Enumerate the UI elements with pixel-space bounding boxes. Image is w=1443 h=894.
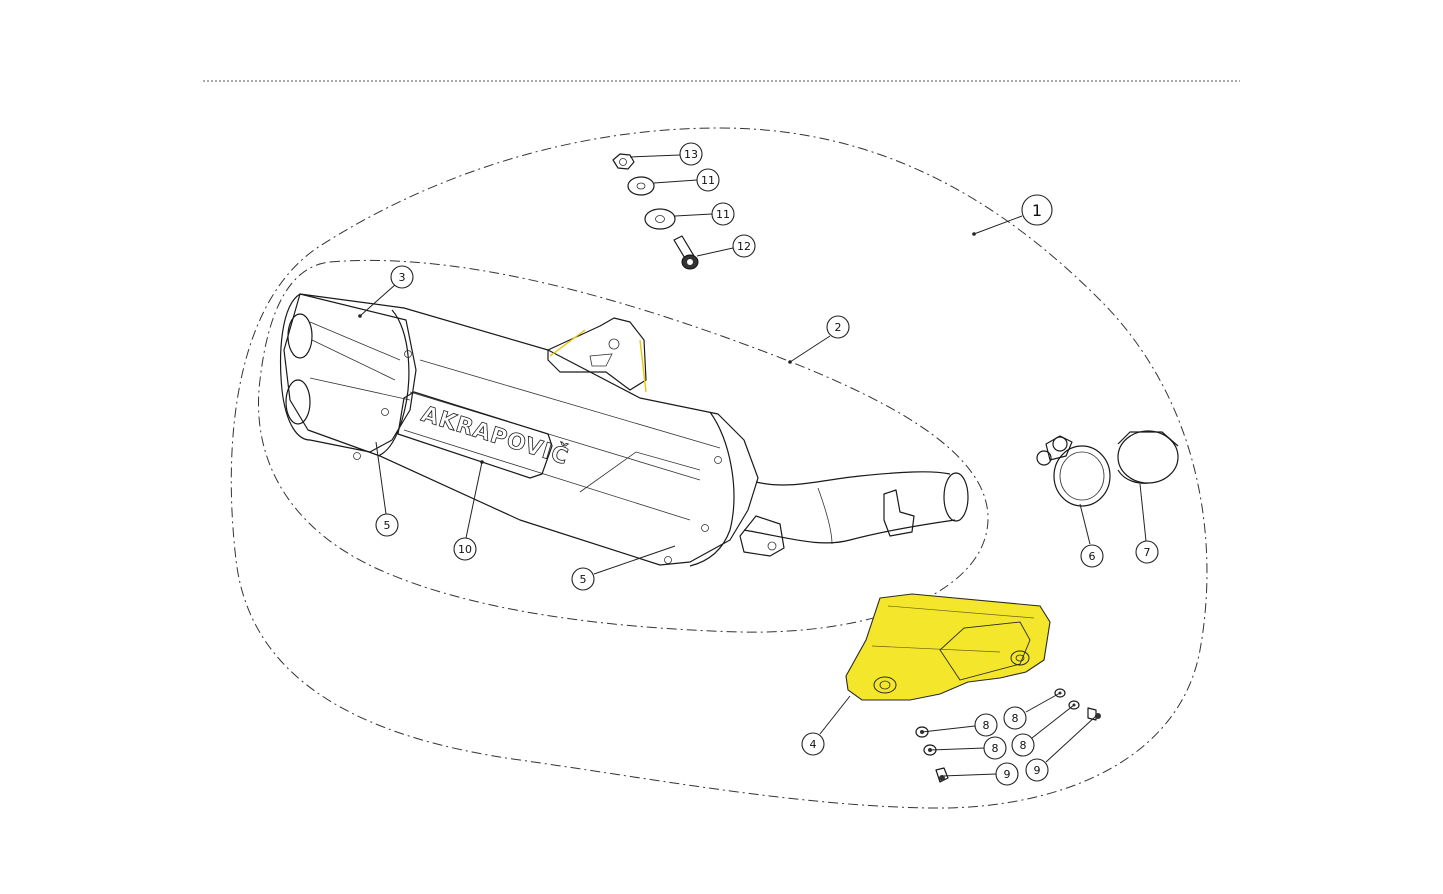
callout-8-lower-left-label: 8 <box>992 742 999 755</box>
callout-5-left: 5 <box>375 513 399 537</box>
callout-9-right: 9 <box>1025 758 1049 782</box>
callout-10: 10 <box>453 537 477 561</box>
assembly-boundary-inner <box>258 259 989 633</box>
callout-7: 7 <box>1135 540 1159 564</box>
assembly-boundary-outer <box>230 127 1208 809</box>
callout-8-upper-right-label: 8 <box>1012 712 1019 725</box>
clamp-part <box>1036 435 1111 507</box>
callout-8-lower-right-label: 8 <box>1020 739 1027 752</box>
callout-11-upper-label: 11 <box>701 174 715 187</box>
callout-12-label: 12 <box>737 240 751 253</box>
callout-4-label: 4 <box>810 738 817 751</box>
callout-5-left-label: 5 <box>384 519 391 532</box>
callout-3-label: 3 <box>399 271 406 284</box>
callout-8-upper-right: 8 <box>1003 706 1027 730</box>
callout-11-lower-label: 11 <box>716 208 730 221</box>
callout-8-upper-left: 8 <box>974 713 998 737</box>
callout-1: 1 <box>1021 194 1053 226</box>
nut-part <box>612 153 635 170</box>
link-pipe <box>739 471 969 557</box>
callout-1-label: 1 <box>1032 201 1042 220</box>
callout-12: 12 <box>732 234 756 258</box>
washer-lower-part <box>644 208 676 230</box>
sleeve-part <box>1117 430 1179 484</box>
callout-5-right: 5 <box>571 567 595 591</box>
callout-6: 6 <box>1080 544 1104 568</box>
callout-11-upper: 11 <box>696 168 720 192</box>
callout-9-left: 9 <box>995 762 1019 786</box>
callout-7-label: 7 <box>1144 546 1151 559</box>
callout-9-left-label: 9 <box>1004 768 1011 781</box>
callout-5-right-label: 5 <box>580 573 587 586</box>
callout-8-lower-right: 8 <box>1011 733 1035 757</box>
callout-9-right-label: 9 <box>1034 764 1041 777</box>
callout-10-label: 10 <box>458 543 472 556</box>
heat-shield-part <box>845 593 1051 701</box>
callout-4: 4 <box>801 732 825 756</box>
bolt-part <box>673 235 699 270</box>
callout-6-label: 6 <box>1089 550 1096 563</box>
washer-upper-part <box>627 176 655 196</box>
callout-2: 2 <box>826 315 850 339</box>
callout-8-upper-left-label: 8 <box>983 719 990 732</box>
callout-2-label: 2 <box>835 321 842 334</box>
callout-13: 13 <box>679 142 703 166</box>
callout-3: 3 <box>390 265 414 289</box>
leader-lines <box>358 154 1147 777</box>
callout-8-lower-left: 8 <box>983 736 1007 760</box>
callout-11-lower: 11 <box>711 202 735 226</box>
silencer-body: AKRAPOVIČ <box>280 293 759 567</box>
callout-13-label: 13 <box>684 148 698 161</box>
